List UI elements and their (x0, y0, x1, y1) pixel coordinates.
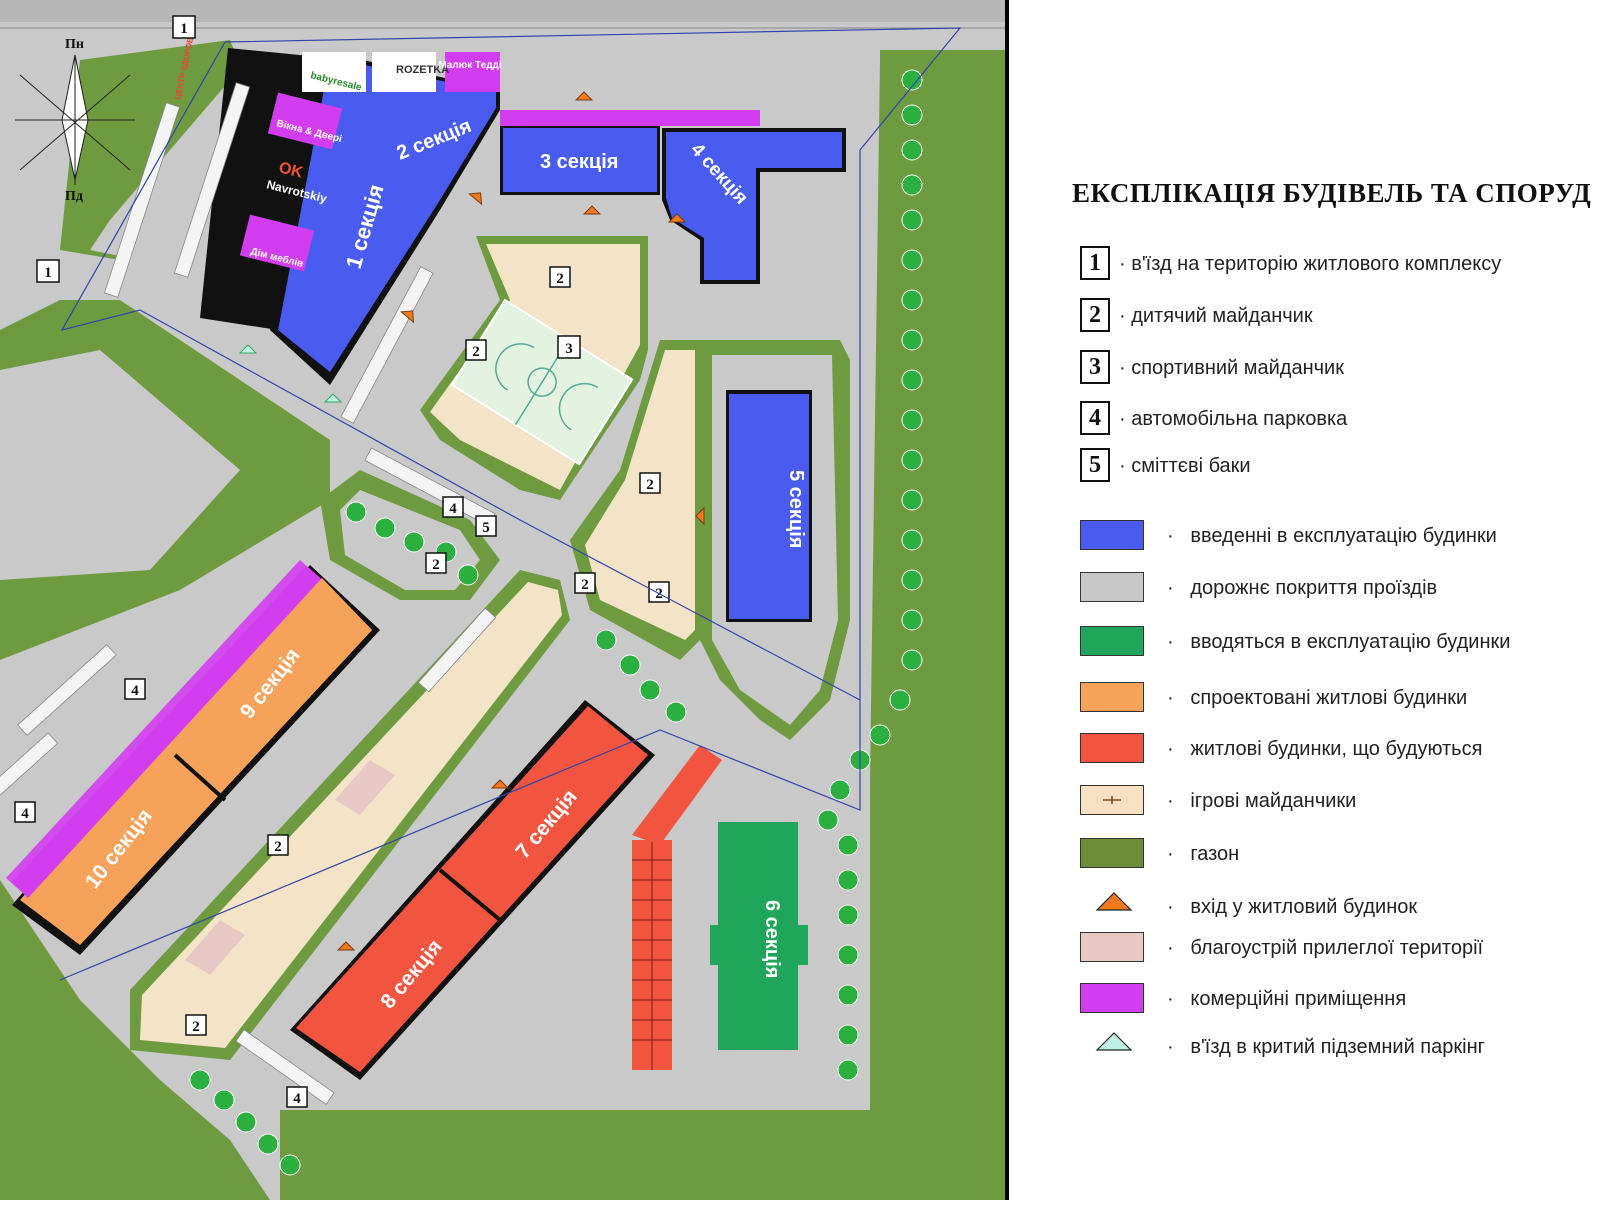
parking-triangle-icon (1095, 1032, 1133, 1051)
marker-entry-top: 1 (180, 21, 188, 37)
parking-areas (0, 82, 497, 1105)
legend-swatch-landscaping (1080, 932, 1144, 962)
marker-playground-b: 2 (472, 344, 480, 360)
entrance-markers (336, 91, 705, 951)
marker-playground-c: 2 (646, 477, 654, 493)
shop-rozetka: ROZETKA (396, 64, 449, 76)
building-section-5 (729, 394, 809, 619)
marker-waste: 5 (482, 520, 490, 536)
site-plan-map: ROZETKA Малюк Тедді babyresale Вікна & Д… (0, 0, 1005, 1200)
legend-swatch-being-commissioned (1080, 626, 1144, 656)
marker-parking-a: 4 (449, 501, 457, 517)
marker-sport: 3 (565, 341, 573, 357)
shop-ok: OK (277, 159, 305, 181)
map-legend-divider (1005, 0, 1009, 1200)
legend-num-3: 3 (1080, 350, 1110, 384)
legend-text-playgrounds: · ігрові майданчики (1167, 790, 1357, 812)
legend-text-being-commissioned: · вводяться в експлуатацію будинки (1167, 631, 1511, 653)
entrance-triangle-icon (1095, 892, 1133, 911)
legend-swatch-designed (1080, 682, 1144, 712)
parking-entry-markers (238, 344, 343, 403)
legend-text-parking: · в'їзд в критий підземний паркінг (1167, 1036, 1485, 1058)
building-section-3 (503, 128, 657, 192)
section-6-label: 6 секція (761, 900, 783, 978)
legend-text-5: · сміттєві баки (1119, 455, 1251, 477)
section-5-label: 5 секція (785, 470, 807, 548)
building-section-7-8 (296, 706, 648, 1072)
compass-south-label: Пд (65, 189, 83, 204)
territory-boundary (59, 27, 962, 981)
shop-malyuk: Малюк Тедді (438, 60, 502, 71)
marker-playground-h: 2 (192, 1019, 200, 1035)
marker-parking-c: 4 (21, 806, 29, 822)
marker-entry-left: 1 (44, 265, 52, 281)
legend-text-4: · автомобільна парковка (1119, 408, 1348, 430)
legend-text-commercial: · комерційні приміщення (1167, 988, 1407, 1010)
legend-text-roads: · дорожнє покриття проїздів (1167, 577, 1438, 599)
compass-north-label: Пн (65, 37, 84, 52)
legend-swatch-playgrounds (1080, 785, 1144, 815)
legend-text-commissioned: · введенні в експлуатацію будинки (1167, 525, 1497, 547)
section-3-label: 3 секція (540, 151, 618, 173)
marker-parking-d: 4 (293, 1091, 301, 1107)
legend-num-1: 1 (1080, 246, 1110, 280)
marker-playground-d: 2 (432, 557, 440, 573)
marker-playground-g: 2 (274, 839, 282, 855)
legend-text-landscaping: · благоустрій прилеглої території (1167, 937, 1484, 959)
legend-num-4: 4 (1080, 401, 1110, 435)
legend-text-entrance: · вхід у житловий будинок (1167, 896, 1418, 918)
legend-text-designed: · спроектовані житлові будинки (1167, 687, 1468, 709)
legend-text-1: · в'їзд на територію житлового комплексу (1119, 253, 1502, 275)
marker-parking-b: 4 (131, 683, 139, 699)
legend-num-2: 2 (1080, 298, 1110, 332)
map-number-markers: 1 1 2 3 2 2 4 5 2 2 2 4 4 2 2 4 (14, 15, 670, 1108)
legend-swatch-commercial (1080, 983, 1144, 1013)
marker-playground-a: 2 (556, 271, 564, 287)
marker-playground-e: 2 (581, 577, 589, 593)
legend-swatch-roads (1080, 572, 1144, 602)
legend-text-3: · спортивний майданчик (1119, 357, 1344, 379)
legend-num-5: 5 (1080, 448, 1110, 482)
legend-swatch-under-construction (1080, 733, 1144, 763)
legend-text-2: · дитячий майданчик (1119, 305, 1313, 327)
legend-text-under-construction: · житлові будинки, що будуються (1167, 738, 1483, 760)
legend-swatch-lawn (1080, 838, 1144, 868)
compass-rose (15, 54, 135, 185)
legend-title: ЕКСПЛІКАЦІЯ БУДІВЕЛЬ ТА СПОРУД (1072, 178, 1592, 208)
legend-panel: ЕКСПЛІКАЦІЯ БУДІВЕЛЬ ТА СПОРУД 1 · в'їзд… (1012, 0, 1600, 1200)
building-section-4 (666, 132, 842, 280)
legend-text-lawn: · газон (1167, 843, 1240, 865)
trees (189, 69, 923, 1176)
playground-strip (140, 582, 562, 1048)
legend-swatch-commissioned (1080, 520, 1144, 550)
